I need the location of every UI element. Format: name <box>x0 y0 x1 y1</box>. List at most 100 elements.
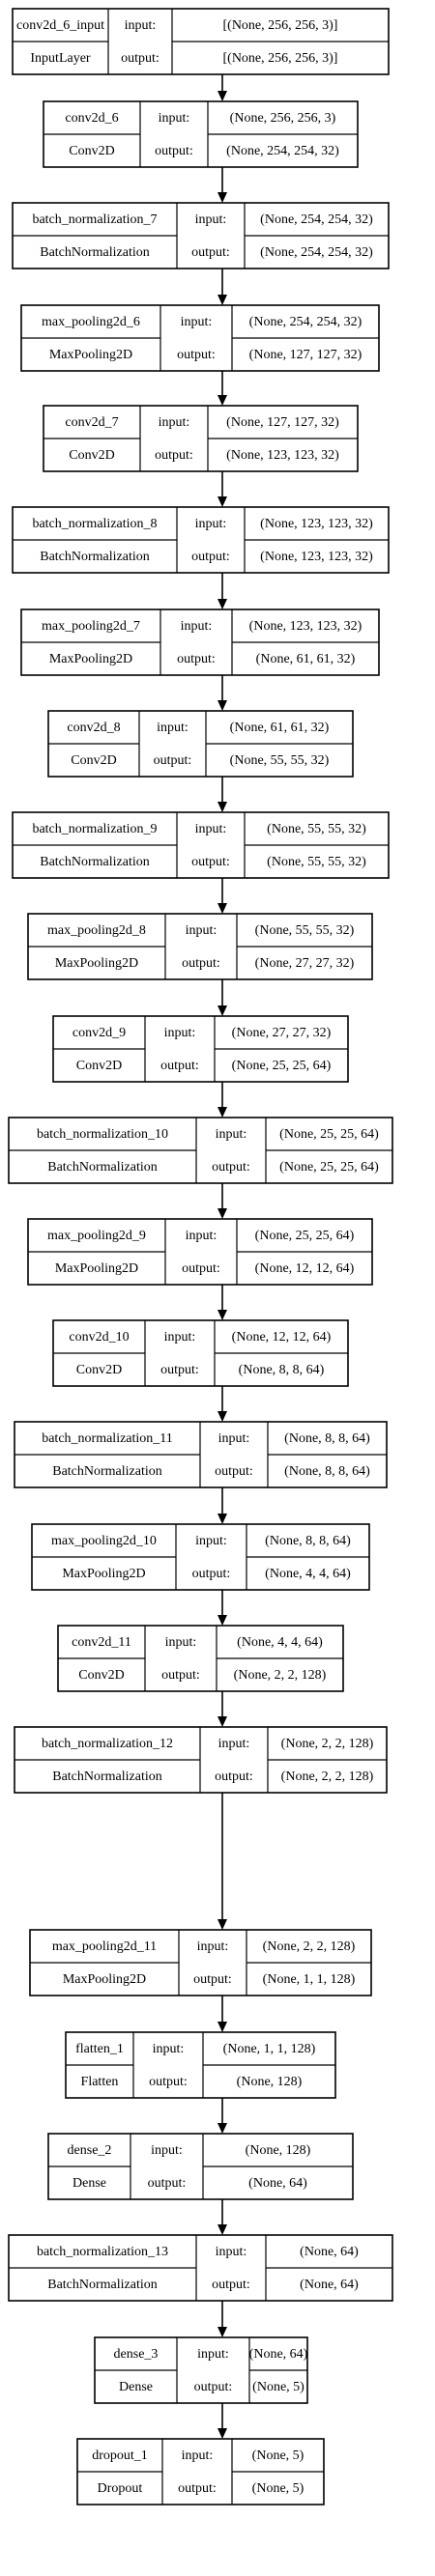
layer-name: conv2d_10 <box>69 1330 129 1345</box>
output-shape: (None, 123, 123, 32) <box>226 448 339 463</box>
input-shape: (None, 254, 254, 32) <box>249 315 362 329</box>
layer-node: conv2d_6_inputInputLayerinput:output:[(N… <box>12 8 390 75</box>
input-label: input: <box>218 1431 250 1446</box>
layer-type: MaxPooling2D <box>62 1567 145 1581</box>
arrowhead-icon <box>218 192 227 203</box>
input-shape: (None, 8, 8, 64) <box>284 1431 370 1446</box>
layer-node: max_pooling2d_10MaxPooling2Dinput:output… <box>31 1523 370 1591</box>
output-shape: (None, 5) <box>252 2380 304 2394</box>
output-label: output: <box>177 652 216 666</box>
arrowhead-icon <box>218 1107 227 1118</box>
input-label: input: <box>125 18 157 33</box>
output-label: output: <box>182 956 220 971</box>
output-label: output: <box>182 1261 220 1276</box>
layer-type: BatchNormalization <box>47 1160 158 1175</box>
input-label: input: <box>186 923 218 938</box>
input-shape: (None, 64) <box>300 2245 359 2259</box>
input-label: input: <box>181 619 213 634</box>
layer-name: flatten_1 <box>75 2042 124 2056</box>
arrowhead-icon <box>218 2022 227 2032</box>
layer-type: BatchNormalization <box>40 550 150 564</box>
layer-type: Dense <box>72 2176 106 2191</box>
input-label: input: <box>153 2042 185 2056</box>
arrowhead-icon <box>218 496 227 507</box>
input-label: input: <box>195 1534 227 1548</box>
output-shape: (None, 61, 61, 32) <box>256 652 356 666</box>
layer-name: conv2d_6 <box>65 111 118 126</box>
output-shape: (None, 5) <box>252 2481 304 2496</box>
layer-type: Conv2D <box>78 1668 124 1683</box>
output-label: output: <box>149 2075 188 2089</box>
output-shape: (None, 254, 254, 32) <box>260 245 373 260</box>
input-label: input: <box>181 315 213 329</box>
output-label: output: <box>191 855 230 869</box>
layer-node: batch_normalization_11BatchNormalization… <box>14 1421 388 1488</box>
layer-type: Flatten <box>81 2075 119 2089</box>
layer-type: Conv2D <box>76 1363 122 1377</box>
output-shape: (None, 64) <box>248 2176 307 2191</box>
layer-name: max_pooling2d_6 <box>42 315 140 329</box>
layer-name: max_pooling2d_11 <box>52 1939 157 1954</box>
input-label: input: <box>159 111 190 126</box>
output-shape: (None, 55, 55, 32) <box>267 855 366 869</box>
output-shape: (None, 8, 8, 64) <box>284 1464 370 1479</box>
layer-node: max_pooling2d_9MaxPooling2Dinput:output:… <box>27 1218 373 1286</box>
input-shape: (None, 123, 123, 32) <box>249 619 362 634</box>
arrowhead-icon <box>218 700 227 711</box>
arrowhead-icon <box>218 1310 227 1320</box>
output-shape: (None, 12, 12, 64) <box>255 1261 355 1276</box>
layer-name: batch_normalization_10 <box>37 1127 168 1142</box>
output-label: output: <box>212 2278 250 2292</box>
output-label: output: <box>215 1769 253 1784</box>
input-shape: [(None, 256, 256, 3)] <box>223 18 338 33</box>
output-label: output: <box>160 1363 199 1377</box>
layer-name: max_pooling2d_8 <box>47 923 146 938</box>
arrowhead-icon <box>218 1208 227 1219</box>
output-shape: (None, 128) <box>237 2075 303 2089</box>
output-shape: (None, 25, 25, 64) <box>279 1160 379 1175</box>
arrowhead-icon <box>218 2123 227 2134</box>
layer-type: InputLayer <box>30 51 91 66</box>
output-shape: (None, 2, 2, 128) <box>281 1769 374 1784</box>
input-shape: (None, 5) <box>252 2449 304 2463</box>
layer-name: conv2d_9 <box>72 1026 126 1040</box>
layer-name: batch_normalization_9 <box>32 822 157 836</box>
layer-type: BatchNormalization <box>52 1769 162 1784</box>
input-label: input: <box>151 2143 183 2158</box>
output-shape: (None, 127, 127, 32) <box>249 348 362 362</box>
layer-name: batch_normalization_13 <box>37 2245 168 2259</box>
output-label: output: <box>212 1160 250 1175</box>
input-label: input: <box>165 1635 197 1650</box>
output-label: output: <box>155 448 193 463</box>
layer-type: BatchNormalization <box>52 1464 162 1479</box>
output-label: output: <box>160 1059 199 1073</box>
output-label: output: <box>193 1972 232 1987</box>
layer-type: BatchNormalization <box>47 2278 158 2292</box>
output-label: output: <box>177 348 216 362</box>
output-label: output: <box>161 1668 200 1683</box>
output-shape: (None, 55, 55, 32) <box>230 753 330 768</box>
output-shape: [(None, 256, 256, 3)] <box>223 51 338 66</box>
layer-type: MaxPooling2D <box>49 652 132 666</box>
layer-name: max_pooling2d_10 <box>51 1534 157 1548</box>
layer-node: max_pooling2d_11MaxPooling2Dinput:output… <box>29 1929 372 1996</box>
layer-node: max_pooling2d_6MaxPooling2Dinput:output:… <box>20 304 380 372</box>
input-shape: (None, 64) <box>249 2347 308 2362</box>
layer-name: batch_normalization_11 <box>42 1431 173 1446</box>
input-shape: (None, 12, 12, 64) <box>232 1330 332 1345</box>
input-label: input: <box>197 2347 229 2362</box>
arrowhead-icon <box>218 1514 227 1524</box>
arrowhead-icon <box>218 1411 227 1422</box>
input-label: input: <box>195 212 227 227</box>
layer-name: conv2d_8 <box>67 721 120 735</box>
layer-name: batch_normalization_7 <box>32 212 157 227</box>
input-label: input: <box>182 2449 214 2463</box>
edges <box>218 74 227 2439</box>
layer-name: dense_3 <box>114 2347 159 2362</box>
